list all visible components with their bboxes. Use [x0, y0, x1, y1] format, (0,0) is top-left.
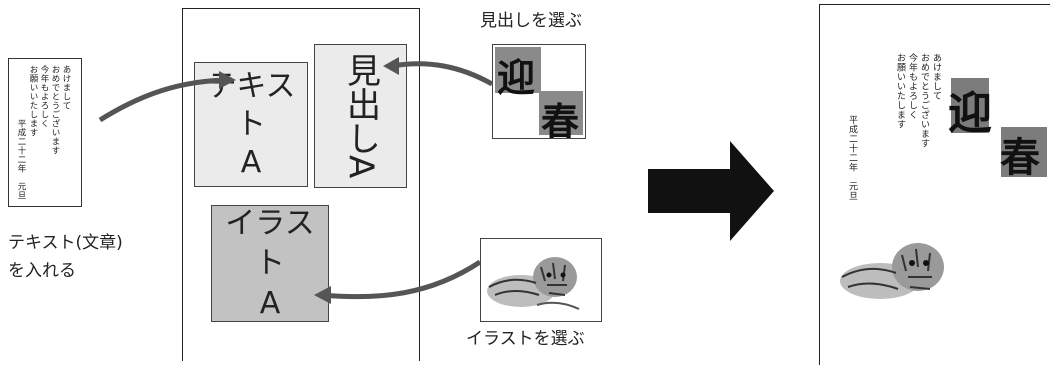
final-card: あけまして おめでとうございます 今年もよろしく お願いいたします 平成二十二年… — [819, 4, 1050, 365]
tiger-illustration — [487, 257, 580, 310]
greeting-line: おめでとうございます — [50, 65, 60, 155]
final-greeting-line: あけまして — [931, 53, 941, 101]
illust-arrow — [321, 259, 482, 300]
heading-arrow-head — [383, 57, 399, 75]
final-greeting-line: 今年もよろしく — [907, 53, 917, 120]
greeting-text: あけまして おめでとうございます 今年もよろしく お願いいたします — [27, 65, 71, 155]
final-greeting-line: お願いいたします — [895, 53, 905, 129]
greeting-line: 今年もよろしく — [39, 65, 49, 128]
final-greeting: あけまして おめでとうございます 今年もよろしく お願いいたします — [894, 53, 942, 148]
heading-box-label: 見出し — [340, 53, 381, 156]
heading-char-1: 迎 — [497, 55, 536, 100]
illust-box-label: イラスト — [225, 205, 315, 281]
result-arrow-icon — [648, 141, 774, 241]
choose-heading-label: 見出しを選ぶ — [480, 11, 582, 31]
greeting-line: お願いいたします — [28, 65, 38, 137]
heading-arrow — [391, 61, 494, 87]
greeting-line: あけまして — [61, 65, 71, 110]
heading-char-2: 春 — [541, 99, 580, 139]
illust-box-letter: A — [259, 285, 281, 321]
insert-text-label-line2: を入れる — [8, 261, 76, 281]
final-date: 平成二十二年 元旦 — [847, 115, 857, 201]
heading-art-thumb: 迎 春 — [492, 44, 586, 139]
insert-text-label-line1: テキスト(文章) — [8, 233, 123, 253]
text-arrow-head — [219, 71, 236, 89]
final-greeting-line: おめでとうございます — [919, 53, 929, 148]
illust-arrow-head — [314, 286, 331, 304]
tiger-thumb — [480, 238, 602, 322]
text-arrow — [98, 77, 233, 123]
final-heading-char-2: 春 — [1000, 134, 1040, 181]
final-heading-char-1: 迎 — [948, 88, 992, 139]
final-tiger-illustration — [840, 243, 944, 299]
illust-box-a: イラスト A — [211, 205, 329, 322]
choose-illust-label: イラストを選ぶ — [466, 329, 585, 349]
text-box-letter: A — [240, 144, 262, 180]
heading-box-letter: A — [340, 155, 381, 179]
source-text-card: あけまして おめでとうございます 今年もよろしく お願いいたします 平成二十二年… — [8, 58, 82, 207]
date-text: 平成二十二年 元旦 — [16, 119, 26, 200]
